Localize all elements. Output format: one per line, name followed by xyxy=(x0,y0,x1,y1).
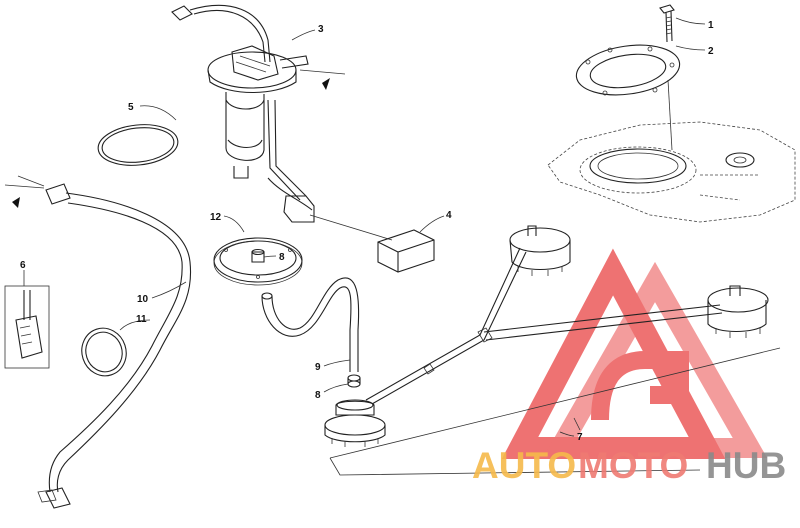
watermark-text-moto: MOTO xyxy=(578,445,688,486)
part-12-lock-ring xyxy=(213,237,303,286)
part-8-clamp-lower xyxy=(347,374,361,388)
part-8-clamp-upper xyxy=(251,248,265,263)
callout-10: 10 xyxy=(137,294,149,305)
callout-6: 6 xyxy=(20,260,26,271)
callout-9: 9 xyxy=(315,362,321,373)
callout-8-lower: 8 xyxy=(315,390,321,401)
callout-2: 2 xyxy=(708,46,714,57)
part-9-hose xyxy=(261,277,360,372)
callout-4: 4 xyxy=(446,210,452,221)
part-1-bolt xyxy=(659,4,675,43)
watermark-text: AUTO MOTO HUB xyxy=(472,445,786,486)
part-11-hose-clamp xyxy=(81,327,127,377)
callout-12: 12 xyxy=(210,212,222,223)
callout-5: 5 xyxy=(128,102,134,113)
leader-lines xyxy=(23,17,706,437)
part-7-pickup-assembly xyxy=(324,225,769,447)
watermark-triangle-inner xyxy=(542,261,768,458)
part-4-float xyxy=(377,229,435,273)
callout-1: 1 xyxy=(708,20,714,31)
arrow-marker-right xyxy=(322,78,330,90)
callout-labels: 1 2 3 4 5 6 7 8 8 9 10 11 12 xyxy=(20,20,714,443)
part-5-o-ring xyxy=(97,124,179,166)
tank-outline xyxy=(547,121,796,223)
part-7-bracket-line xyxy=(329,347,781,476)
part-10-fuel-line xyxy=(17,175,192,509)
part-2-gasket xyxy=(575,44,681,96)
arrow-marker-left xyxy=(12,197,20,208)
callout-11: 11 xyxy=(136,314,147,325)
view-arrows xyxy=(4,69,346,208)
part-6-connector xyxy=(4,285,50,369)
watermark-logo xyxy=(501,248,768,459)
watermark-swirl xyxy=(591,351,689,421)
watermark-text-auto: AUTO xyxy=(472,445,576,486)
callout-7: 7 xyxy=(577,432,583,443)
watermark-text-hub: HUB xyxy=(706,445,786,486)
part-3-fuel-pump xyxy=(171,4,393,241)
callout-8-upper: 8 xyxy=(279,252,285,263)
callout-3: 3 xyxy=(318,24,324,35)
